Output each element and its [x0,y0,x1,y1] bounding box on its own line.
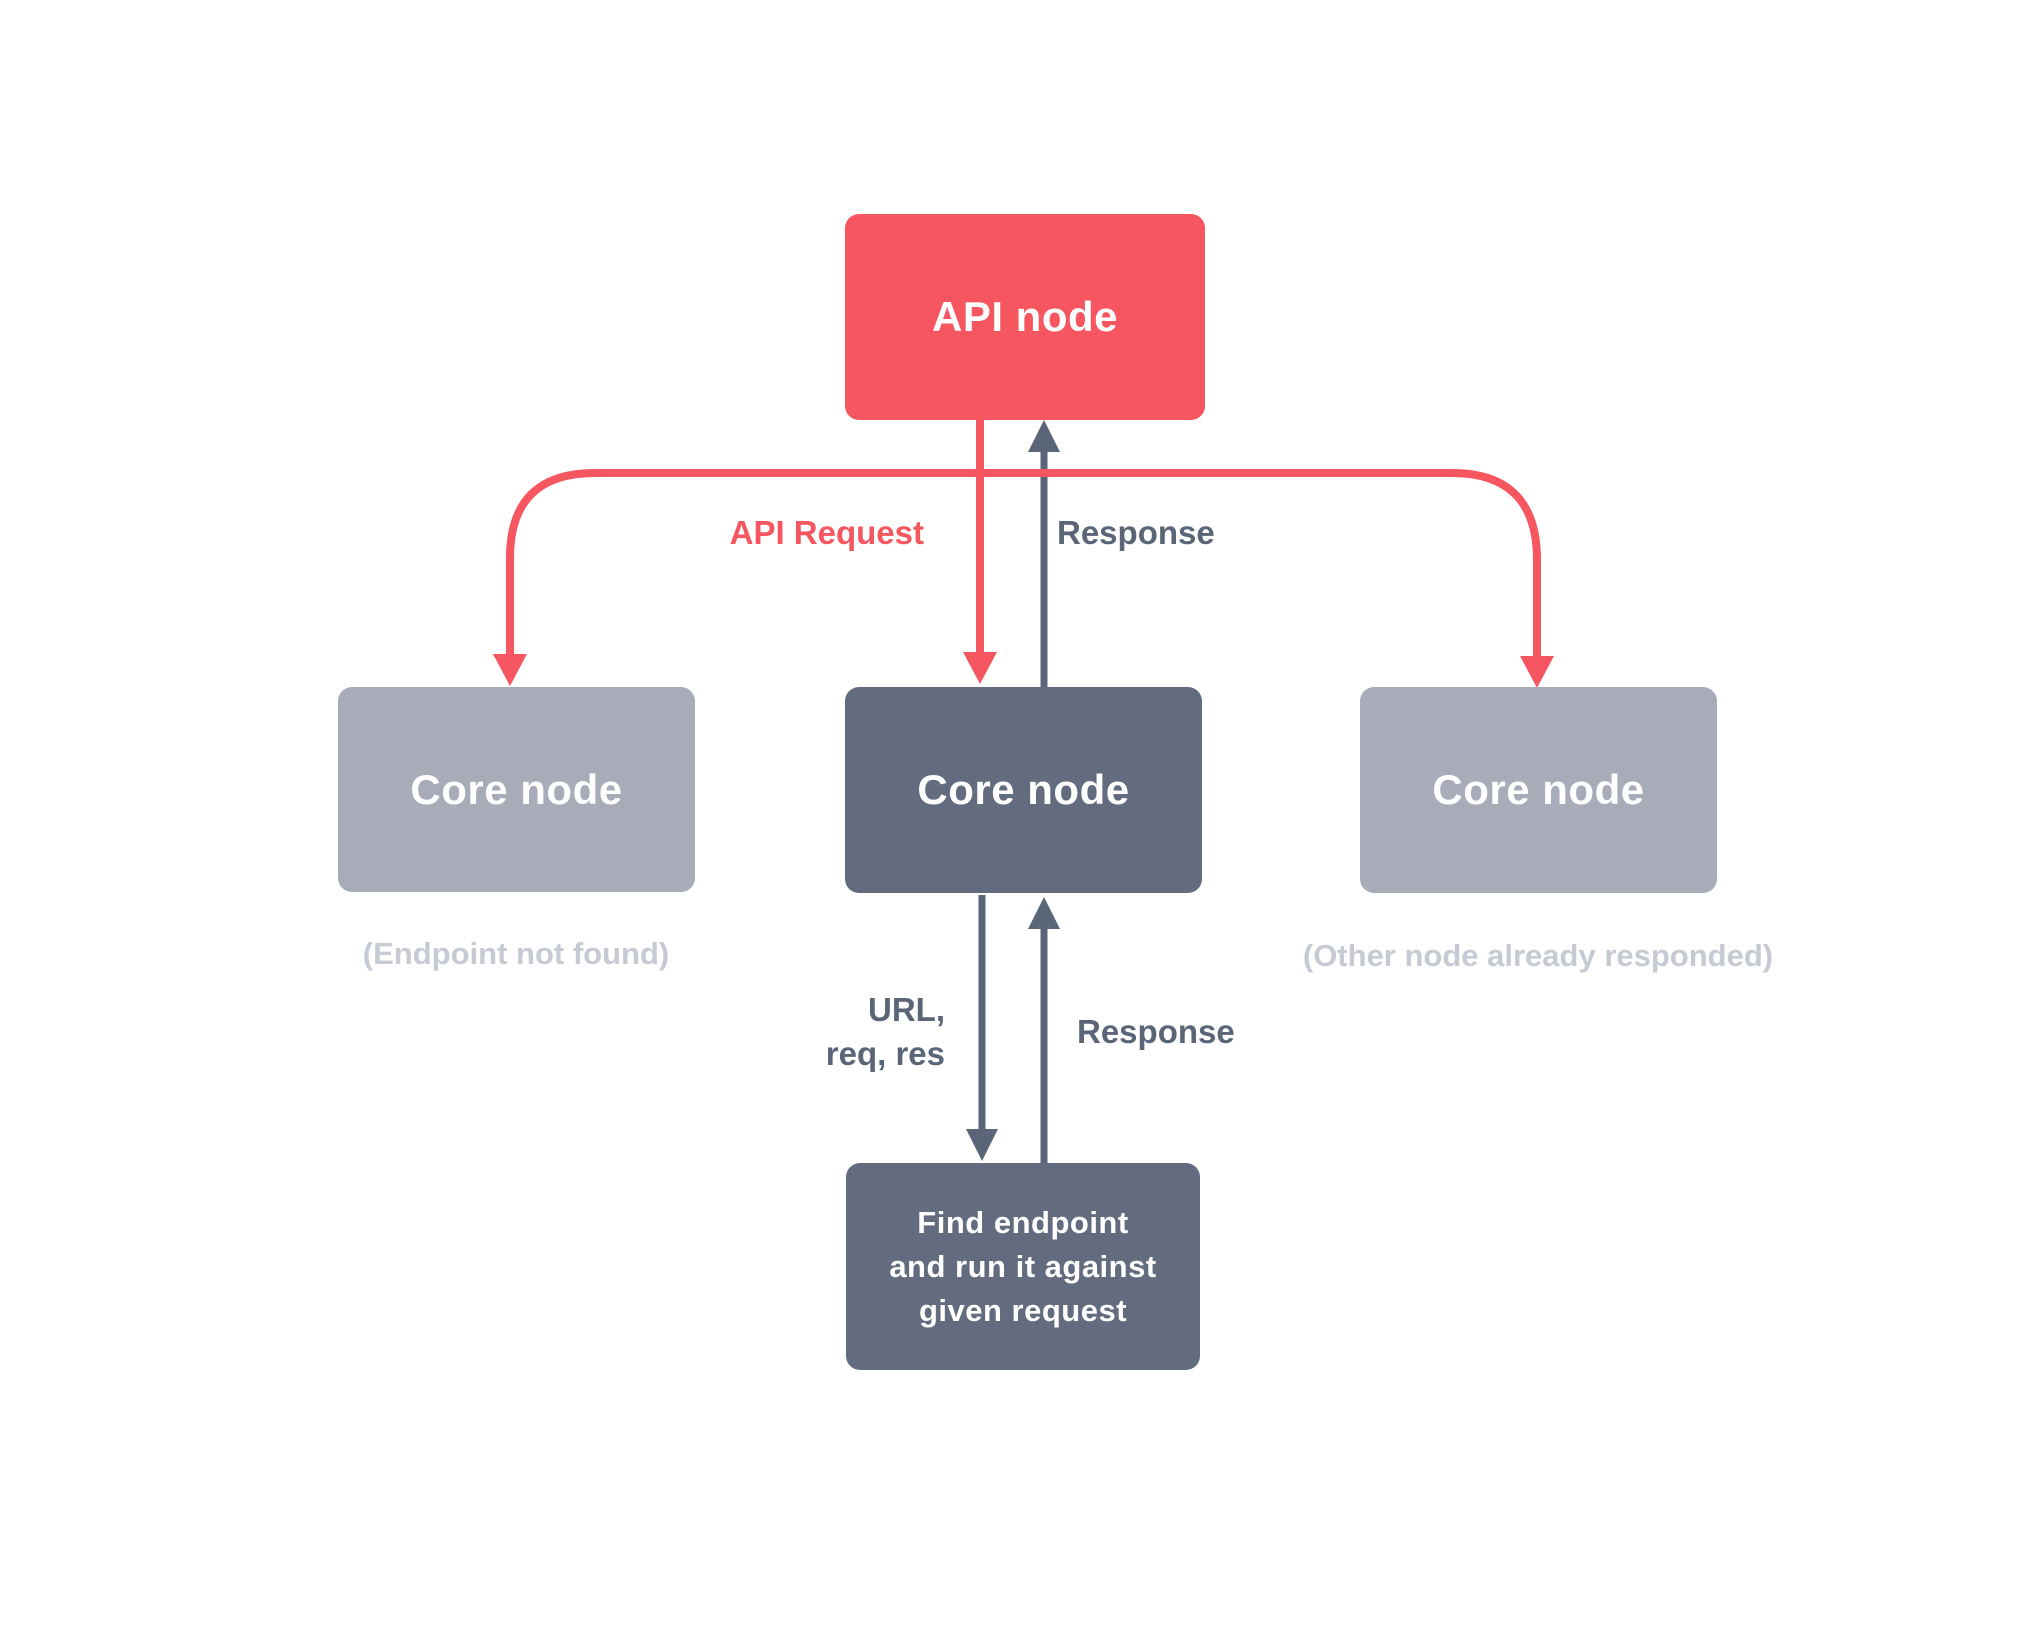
url-req-res-line-1: URL, [868,991,945,1028]
core-node-center: Core node [845,687,1202,893]
response-top-arrow [1028,420,1060,687]
core-node-center-label: Core node [917,766,1130,813]
api-node-label: API node [931,293,1118,340]
endpoint-line-3: given request [918,1292,1128,1328]
api-request-center-arrow [963,420,997,684]
response-bottom-label: Response [1077,1013,1235,1050]
url-req-res-arrow [966,895,998,1161]
api-request-branch-arrows [493,469,1554,688]
url-req-res-line-2: req, res [825,1035,945,1072]
url-req-res-label: URL, req, res [826,988,945,1076]
response-bottom-arrow [1028,897,1060,1163]
endpoint-node-label: Find endpoint and run it against given r… [889,1201,1156,1333]
endpoint-line-2: and run it against [889,1248,1157,1284]
core-node-left: Core node [338,687,695,892]
response-top-label: Response [1057,514,1215,551]
endpoint-node: Find endpoint and run it against given r… [846,1163,1200,1370]
endpoint-line-1: Find endpoint [917,1204,1129,1240]
core-node-right-label: Core node [1432,766,1645,813]
api-request-label: API Request [729,514,924,551]
api-node: API node [845,214,1205,420]
core-node-left-caption: (Endpoint not found) [362,936,670,971]
core-node-right: Core node [1360,687,1717,893]
core-node-left-label: Core node [410,765,623,813]
core-node-right-caption: (Other node already responded) [1302,938,1774,973]
